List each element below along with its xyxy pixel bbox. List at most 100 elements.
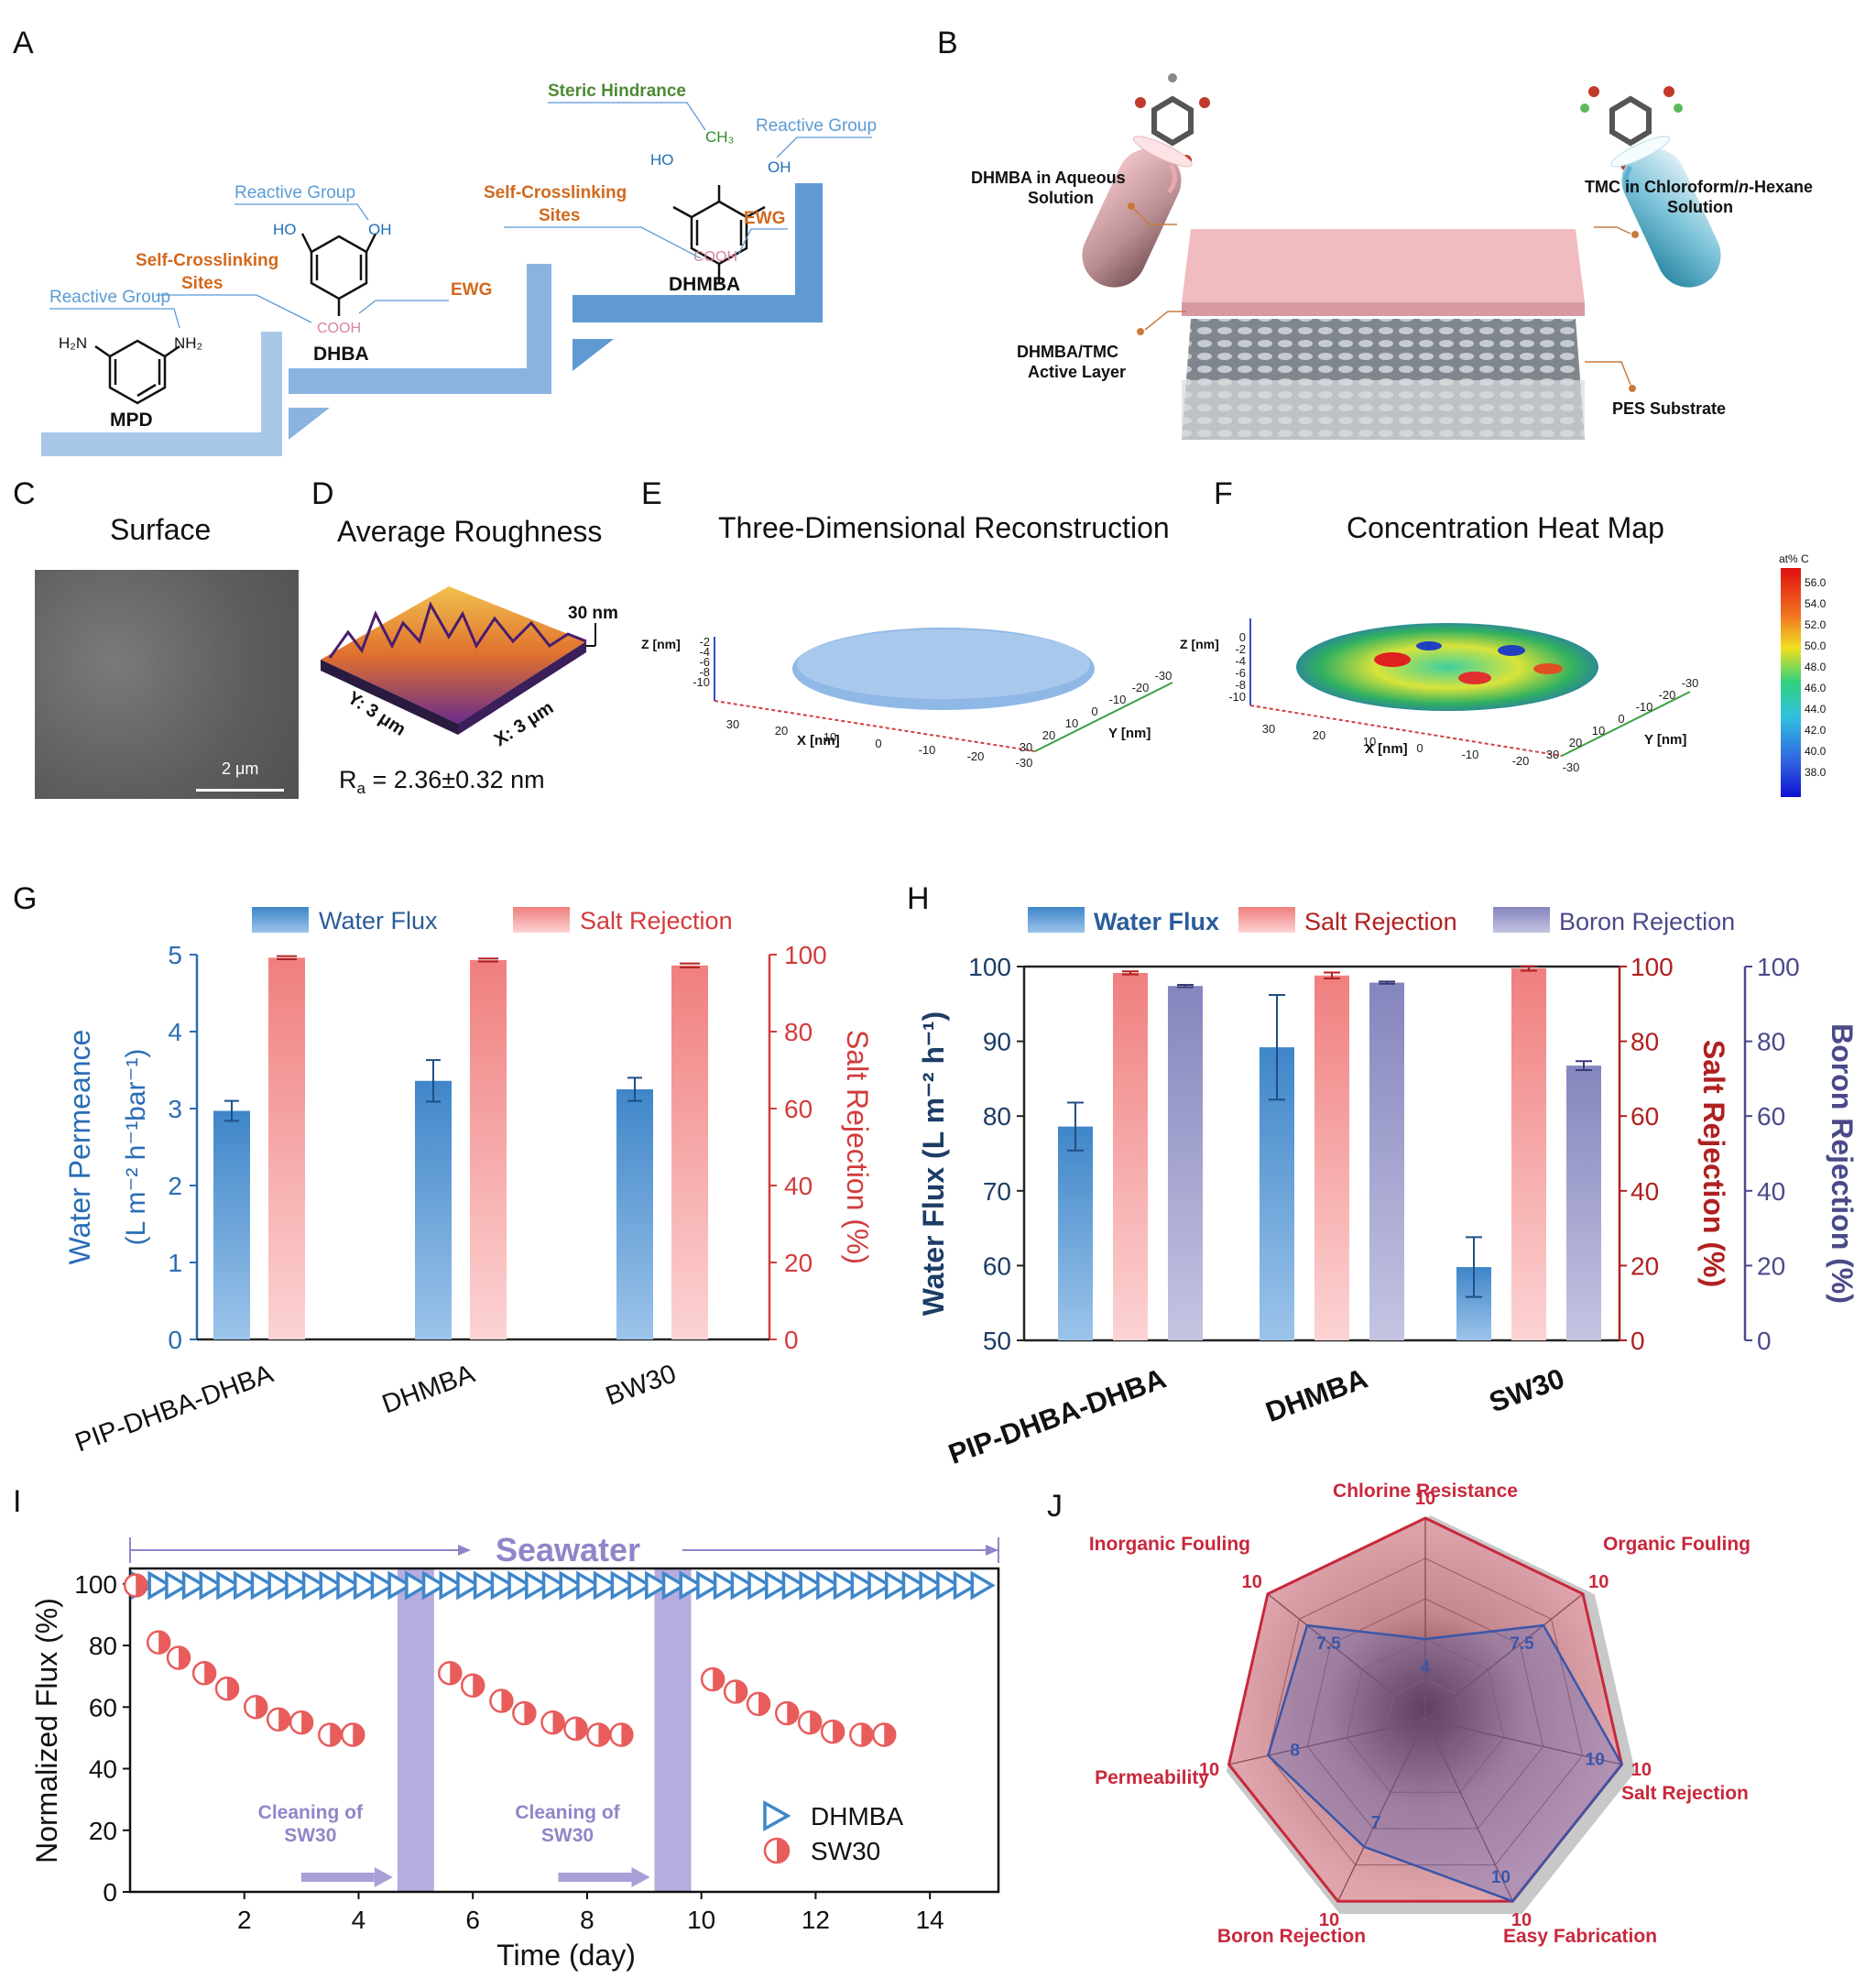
f-y-tick: 0 (1618, 712, 1624, 726)
dhba-ho: HO (273, 221, 297, 238)
f-x-tick: 20 (1313, 728, 1325, 742)
radar-axis-label: Easy Fabrication (1503, 1926, 1657, 1947)
radar-grid-ring (1385, 1678, 1466, 1757)
cleaning-band (654, 1568, 692, 1892)
bar-salt-rejection (470, 959, 507, 1339)
f-y-tick: 30 (1546, 748, 1559, 761)
f-x-tick: -10 (1462, 748, 1479, 761)
scale-bar (196, 789, 284, 792)
radar-value-red: 10 (1242, 1572, 1262, 1592)
point-dhmba (730, 1570, 756, 1601)
dhba-oh: OH (368, 221, 392, 238)
point-sw30-fill (621, 1723, 633, 1746)
panel-letter-e: E (641, 476, 662, 511)
bar-boron-rejection (1566, 1065, 1601, 1340)
dhba-selfcross-1: Self-Crosslinking (136, 251, 278, 270)
legend-swatch-salt-rejection (513, 907, 570, 933)
panel-letter-d: D (311, 476, 334, 511)
e-x-tick: 10 (823, 730, 836, 744)
e-y-tick: -30 (1155, 669, 1172, 683)
panel-b-diagram: DHMBA in Aqueous Solution TMC in Chlorof… (971, 73, 1813, 440)
radar-axis-label: Inorganic Fouling (1089, 1534, 1250, 1555)
point-sw30-fill (713, 1668, 725, 1691)
radar-value-red: 10 (1511, 1910, 1532, 1930)
dhmba-molecule (672, 185, 766, 284)
radar-spoke (1424, 1593, 1584, 1721)
e-y-tick: -10 (1109, 693, 1127, 706)
category-label: DHMBA (378, 1359, 479, 1419)
f-z-tick: 0 (1239, 630, 1246, 644)
reconstruction-title: Three-Dimensional Reconstruction (718, 511, 1170, 544)
f-x-tick: -20 (1512, 754, 1530, 768)
x-tick-label: 14 (916, 1906, 944, 1934)
x-tick-label: 8 (580, 1906, 594, 1934)
dhba-reactive-label: Reactive Group (234, 183, 355, 202)
dhba-molecule (300, 233, 377, 316)
dhmba-ho: HO (650, 151, 674, 169)
left-tick-label: 2 (168, 1172, 182, 1200)
right-tick-label: 40 (784, 1172, 813, 1200)
left-axis-title: Water Permeance (63, 1030, 96, 1265)
radar-value-red: 10 (1415, 1489, 1435, 1509)
seawater-arrow-head (986, 1545, 998, 1556)
point-dhmba (267, 1570, 293, 1601)
panel-letter-f: F (1214, 476, 1233, 511)
dhmba-steric-label: Steric Hindrance (548, 82, 686, 101)
right-tick-label: 100 (784, 941, 827, 969)
point-dhmba (285, 1570, 311, 1601)
panel-letter-b: B (937, 26, 958, 60)
right-tick-label: 80 (784, 1018, 813, 1046)
afm-z-label: 30 nm (568, 604, 618, 623)
point-dhmba (593, 1570, 619, 1601)
point-dhmba (490, 1570, 516, 1601)
y-tick-label: 100 (74, 1570, 117, 1599)
point-dhmba (216, 1570, 242, 1601)
y-tick-label: 40 (89, 1755, 117, 1784)
stair-dhba (289, 264, 551, 394)
point-dhmba (867, 1570, 893, 1601)
x-axis-title: Time (day) (496, 1939, 636, 1972)
y-tick-label: 0 (103, 1878, 117, 1907)
radar-value-blue: 4 (1421, 1658, 1431, 1677)
point-dhmba (525, 1570, 551, 1601)
point-sw30-fill (204, 1662, 216, 1685)
point-dhmba (645, 1570, 671, 1601)
cleaning-label: Cleaning of (515, 1802, 620, 1823)
y-axis-title: Normalized Flux (%) (30, 1598, 63, 1863)
cbar-tick: 38.0 (1805, 766, 1827, 779)
active-label-1: DHMBA/TMC (1017, 343, 1118, 361)
e-z-tick: -2 (699, 635, 710, 649)
right-axis-title: Salt Rejection (%) (841, 1030, 874, 1264)
organic-label-italic: n (1739, 178, 1749, 196)
y-tick-label: 60 (89, 1693, 117, 1721)
ra-sub: a (357, 780, 366, 797)
aqueous-tube (1082, 136, 1193, 288)
x-tick-label: 6 (465, 1906, 480, 1934)
e-y-tick: -20 (1132, 681, 1150, 694)
colorbar: at% C 56.054.052.050.048.046.044.042.040… (1779, 552, 1827, 797)
seawater-label: Seawater (496, 1531, 640, 1568)
organic-label-1: TMC in Chloroform/n-Hexane (1585, 178, 1813, 196)
left-axis-title-units: (L m⁻² h⁻¹bar⁻¹) (121, 1049, 151, 1246)
x-tick-label: 2 (237, 1906, 252, 1934)
right-tick-label: 20 (784, 1249, 813, 1277)
cbar-tick: 44.0 (1805, 703, 1827, 716)
surface-title: Surface (110, 513, 212, 546)
heatmap-title: Concentration Heat Map (1347, 511, 1664, 544)
point-sw30-fill (833, 1721, 845, 1743)
cleaning-label: SW30 (541, 1825, 594, 1846)
e-z-tick: -6 (699, 655, 710, 669)
point-dhmba (250, 1570, 276, 1601)
panel-letter-j: J (1047, 1489, 1063, 1524)
ra-rest: = 2.36±0.32 nm (365, 766, 545, 793)
point-dhmba (627, 1570, 653, 1601)
bar-water-flux (616, 1089, 653, 1339)
e-x-tick: -30 (1016, 756, 1033, 770)
f-x-label: X [nm] (1365, 741, 1408, 757)
radar-value-blue: 10 (1586, 1750, 1605, 1769)
legend-marker-dhmba (763, 1800, 791, 1831)
organic-label-1a: TMC in Chloroform/ (1585, 178, 1739, 196)
point-sw30-fill (524, 1702, 536, 1725)
